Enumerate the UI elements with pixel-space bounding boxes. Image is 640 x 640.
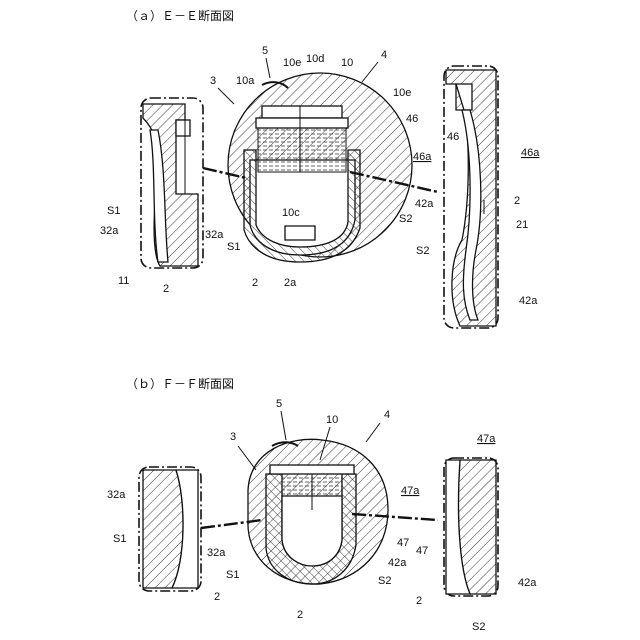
label-32a-center-b: 32a <box>207 547 226 559</box>
label-46a-inner: 46a <box>413 151 432 163</box>
label-2-center-b: 2 <box>297 609 303 621</box>
label-4-b: 4 <box>384 409 390 421</box>
label-21: 21 <box>516 219 528 231</box>
panel-b-ff-section: （ｂ）Ｆ－Ｆ断面図 5 10 4 <box>107 376 537 633</box>
label-S1-center-b: S1 <box>226 569 239 581</box>
panel-a-ee-section: （ａ）Ｅ－Ｅ断面図 <box>100 8 540 328</box>
label-S1-left-a: S1 <box>107 205 120 217</box>
label-32a-left-b: 32a <box>107 489 126 501</box>
label-10a: 10a <box>236 75 255 87</box>
label-32a-left-a: 32a <box>100 225 119 237</box>
label-11: 11 <box>118 275 129 287</box>
label-42a-center-a: 42a <box>415 198 434 210</box>
label-32a-center-a: 32a <box>205 229 224 241</box>
label-2-left-a: 2 <box>163 283 169 295</box>
label-2-right-b: 2 <box>416 595 422 607</box>
label-46-outer: 46 <box>447 131 459 143</box>
label-2a: 2a <box>284 277 297 289</box>
label-4-a: 4 <box>381 49 387 61</box>
label-42a-center-b: 42a <box>388 557 407 569</box>
label-42a-right-a: 42a <box>519 295 538 307</box>
detail-b-left <box>139 467 201 591</box>
label-46-inner: 46 <box>406 113 418 125</box>
detail-a-right <box>444 66 498 328</box>
earpiece-a-section <box>228 73 412 262</box>
label-42a-right-b: 42a <box>518 577 537 589</box>
label-2-left-b: 2 <box>214 591 220 603</box>
label-47a-center: 47a <box>401 485 420 497</box>
label-S2-right-b: S2 <box>472 621 485 633</box>
detail-b-right <box>444 458 498 596</box>
caption-a: （ａ）Ｅ－Ｅ断面図 <box>126 8 234 23</box>
label-S2-right-a: S2 <box>416 245 429 257</box>
detail-a-left <box>141 98 203 268</box>
label-10c: 10c <box>282 207 300 219</box>
label-47a-right: 47a <box>477 433 496 445</box>
label-S2-center-a: S2 <box>399 213 412 225</box>
label-S2-center-b: S2 <box>378 575 391 587</box>
label-10e-right: 10e <box>393 87 411 99</box>
caption-b: （ｂ）Ｆ－Ｆ断面図 <box>126 376 234 391</box>
label-S1-center-a: S1 <box>227 241 240 253</box>
label-10d: 10d <box>306 53 324 65</box>
label-5-a: 5 <box>262 45 268 57</box>
label-2-center-a: 2 <box>252 277 258 289</box>
label-10-b: 10 <box>326 414 338 426</box>
label-10e-left: 10e <box>283 57 301 69</box>
label-S1-left-b: S1 <box>113 533 126 545</box>
label-3-b: 3 <box>230 431 236 443</box>
label-47-center: 47 <box>397 537 409 549</box>
label-5-b: 5 <box>276 398 282 410</box>
label-2-right-a: 2 <box>514 195 520 207</box>
label-3-a: 3 <box>210 75 216 87</box>
label-46a-outer: 46a <box>521 147 540 159</box>
label-10: 10 <box>341 57 353 69</box>
earpiece-b-section <box>248 439 388 584</box>
label-47-right: 47 <box>416 545 428 557</box>
